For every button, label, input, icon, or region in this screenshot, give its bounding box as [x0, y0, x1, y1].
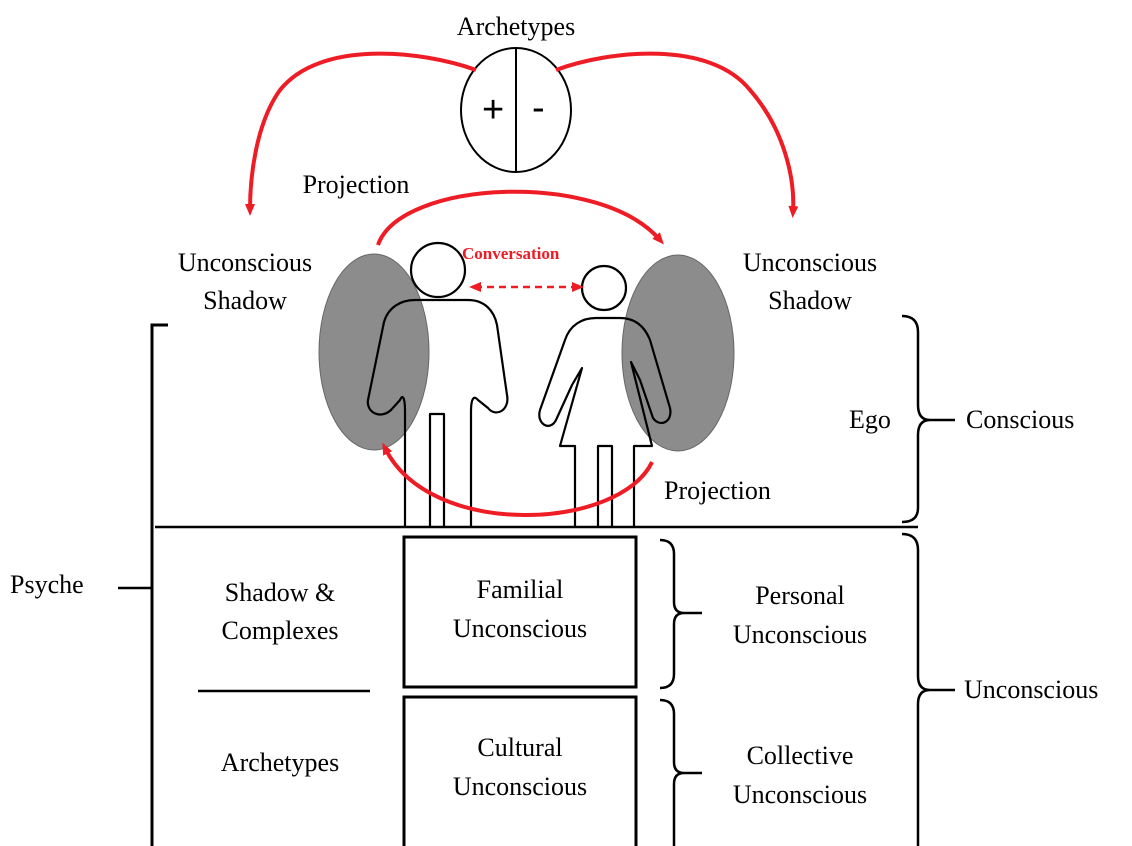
archetypes-lower-label: Archetypes	[220, 748, 340, 777]
negative-symbol: -	[532, 87, 545, 129]
cultural-line2: Unconscious	[452, 772, 588, 801]
male-figure	[366, 241, 509, 528]
unconscious-label: Unconscious	[964, 675, 1099, 704]
collective-brace	[659, 698, 685, 846]
projection-bottom-label: Projection	[664, 476, 771, 505]
personal-line1: Personal	[755, 581, 845, 610]
psyche-label: Psyche	[10, 570, 84, 599]
projection-top-label: Projection	[302, 170, 410, 199]
personal-line2: Unconscious	[732, 620, 868, 649]
conversation-label: Conversation	[462, 244, 560, 263]
archetypes-title: Archetypes	[456, 12, 576, 41]
shadow-complexes-line1: Shadow &	[224, 578, 336, 607]
personal-brace	[659, 538, 685, 690]
conscious-label: Conscious	[966, 405, 1075, 434]
positive-symbol: +	[482, 89, 505, 131]
familial-line1: Familial	[476, 575, 564, 604]
shadow-complexes-line2: Complexes	[221, 616, 339, 645]
cultural-line1: Cultural	[477, 733, 563, 762]
projection-top-arrow	[376, 189, 664, 246]
cultural-box	[402, 695, 638, 846]
right-shadow-line2: Shadow	[768, 286, 852, 315]
familial-line2: Unconscious	[452, 614, 588, 643]
right-shadow-ellipse	[621, 254, 735, 452]
left-shadow-line1: Unconscious	[177, 248, 313, 277]
collective-line1: Collective	[746, 741, 854, 770]
left-shadow-line2: Shadow	[203, 286, 287, 315]
archetype-to-right-shadow-arrow	[555, 51, 799, 218]
collective-line2: Unconscious	[732, 780, 868, 809]
archetype-to-left-shadow-arrow	[245, 51, 477, 216]
right-shadow-line1: Unconscious	[742, 248, 878, 277]
psyche-bracket	[150, 323, 168, 846]
unconscious-brace	[901, 532, 931, 846]
projection-bottom-arrow	[382, 442, 654, 517]
familial-box	[402, 535, 638, 689]
ego-label: Ego	[849, 405, 891, 434]
